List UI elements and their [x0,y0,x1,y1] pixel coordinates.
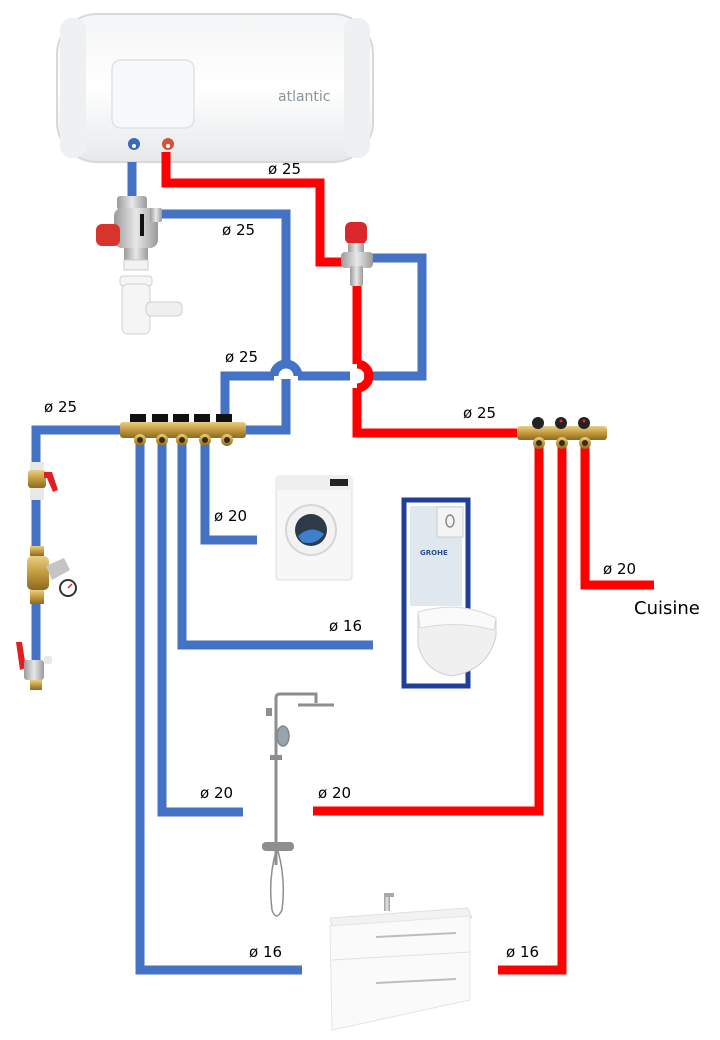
label-cold-bridge: ø 25 [225,348,259,366]
label-sink-cold: ø 16 [249,943,283,961]
hot-pipe-heater-outlet [161,152,345,267]
hot-pipe-kitchen [580,443,654,590]
shower-column-icon [262,692,334,917]
cold-manifold [120,414,246,446]
cold-pipe-manifold-up [220,371,274,418]
red-connector-icon [162,138,174,150]
water-heater: atlantic [56,13,374,163]
cold-pipe-safety-to-bridge [158,209,291,361]
safety-group-icon [96,196,162,271]
hot-manifold [517,417,607,449]
siphon-icon [119,275,183,335]
cold-pipe-main-supply [31,425,121,462]
manifold-valve[interactable] [152,414,168,446]
manifold-valve[interactable] [130,414,146,446]
wc-brand: GROHE [420,549,448,557]
cold-pipe-shower [157,438,243,817]
label-hot-outlet: ø 25 [268,160,302,178]
wall-hung-toilet-icon: GROHE [401,497,497,689]
hot-pipes [161,152,654,975]
manifold-valve[interactable] [194,414,211,446]
label-sink-hot: ø 16 [506,943,540,961]
manifold-valve[interactable] [578,417,591,449]
cold-pipe-sink [135,438,302,975]
cold-pipe-toilet [177,438,373,650]
hot-pipe-shower [313,443,544,816]
manifold-valve[interactable] [555,417,568,449]
blue-connector-icon [128,138,140,150]
pressure-reducer-icon [27,546,77,604]
heater-brand-logo: atlantic [278,89,331,105]
hot-pipe-hop-over [356,359,374,393]
label-safety-group-out: ø 25 [222,221,256,239]
label-kitchen-hot: ø 20 [603,560,637,578]
cold-pipe-washing-machine [200,438,257,545]
ball-valve-icon[interactable] [28,462,58,500]
drain-valve-icon[interactable] [16,642,52,690]
label-main-supply: ø 25 [44,398,78,416]
manifold-valve[interactable] [173,414,189,446]
manifold-valve[interactable] [216,414,233,446]
cold-pipe-mixer-loop [364,253,427,381]
label-shower-hot: ø 20 [318,784,352,802]
hot-pipe-to-manifold [352,388,518,438]
hot-pipe-sink [498,443,567,975]
label-washing-machine: ø 20 [214,507,248,525]
label-toilet: ø 16 [329,617,363,635]
label-hot-manifold-feed: ø 25 [463,404,497,422]
label-kitchen: Cuisine [634,598,700,619]
cold-pipe-bridge-to-manifold [245,379,291,435]
thermostatic-mixer-icon [341,222,373,286]
label-shower-cold: ø 20 [200,784,234,802]
cold-pipes [31,162,427,975]
washing-machine-icon [275,475,353,581]
cold-pipe-hop-over [269,359,303,377]
manifold-valve[interactable] [532,417,545,449]
vanity-sink-icon [329,893,473,1031]
